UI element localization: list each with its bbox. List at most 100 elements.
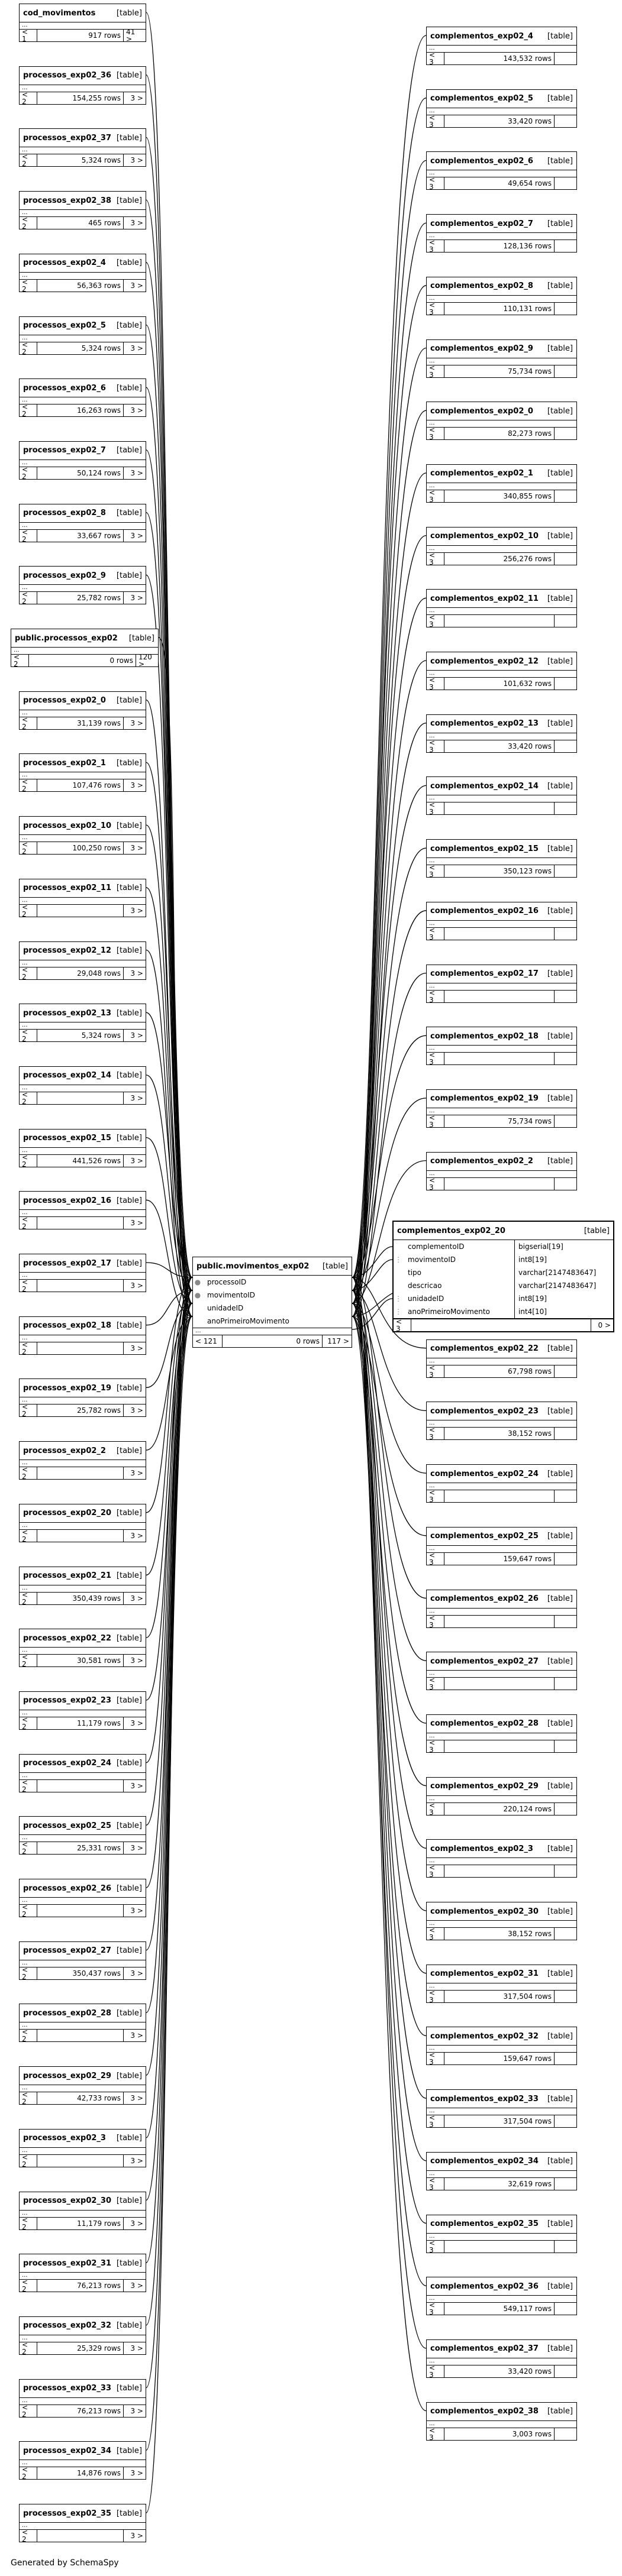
table-name[interactable]: processos_exp02_20 bbox=[23, 1509, 112, 1517]
table-name[interactable]: processos_exp02_13 bbox=[23, 1009, 112, 1017]
table-name[interactable]: complementos_exp02_2 bbox=[430, 1157, 533, 1166]
children-count[interactable] bbox=[554, 2177, 576, 2190]
parents-count[interactable]: < 3 bbox=[427, 1864, 444, 1878]
right-table[interactable]: complementos_exp02_18[table]...< 3 bbox=[426, 1027, 577, 1066]
parents-count[interactable]: < 2 bbox=[20, 216, 37, 230]
children-count[interactable]: 3 > bbox=[123, 2154, 146, 2167]
table-name[interactable]: complementos_exp02_1 bbox=[430, 470, 533, 478]
children-count[interactable]: 3 > bbox=[123, 1342, 146, 1354]
movimentos-table[interactable]: public.movimentos_exp02 [table] ●process… bbox=[192, 1257, 352, 1348]
table-name[interactable]: processos_exp02_4 bbox=[23, 259, 106, 267]
table-name[interactable]: complementos_exp02_27 bbox=[430, 1657, 539, 1665]
children-count[interactable]: 3 > bbox=[123, 1842, 146, 1855]
table-name[interactable]: complementos_exp02_36 bbox=[430, 2282, 539, 2290]
table-name[interactable]: processos_exp02_25 bbox=[23, 1821, 112, 1830]
children-count[interactable] bbox=[554, 1740, 576, 1752]
table-name[interactable]: complementos_exp02_28 bbox=[430, 1720, 539, 1728]
children-count[interactable] bbox=[554, 490, 576, 502]
children-count[interactable] bbox=[554, 1177, 576, 1190]
children-count[interactable]: 3 > bbox=[123, 404, 146, 417]
children-count[interactable]: 3 > bbox=[123, 279, 146, 292]
table-name[interactable]: complementos_exp02_10 bbox=[430, 532, 539, 541]
right-table[interactable]: complementos_exp02_16[table]...< 3 bbox=[426, 901, 577, 941]
children-count[interactable]: 3 > bbox=[123, 1592, 146, 1604]
parents-count[interactable]: < 2 bbox=[20, 1341, 37, 1355]
table-name[interactable]: processos_exp02_12 bbox=[23, 947, 112, 954]
parents-count[interactable]: < 2 bbox=[20, 2154, 37, 2168]
table-name[interactable]: complementos_exp02_20 bbox=[397, 1226, 505, 1235]
table-name[interactable]: processos_exp02_18 bbox=[23, 1322, 112, 1330]
children-count[interactable]: 3 > bbox=[123, 1217, 146, 1229]
children-count[interactable]: 120 > bbox=[136, 653, 158, 668]
children-count[interactable] bbox=[554, 615, 576, 627]
parents-count[interactable]: < 2 bbox=[11, 653, 29, 668]
right-table[interactable]: complementos_exp02_24[table]...< 3 bbox=[426, 1464, 577, 1503]
children-count[interactable]: 117 > bbox=[322, 1335, 352, 1347]
table-name[interactable]: public.movimentos_exp02 bbox=[196, 1262, 310, 1270]
children-count[interactable]: 3 > bbox=[123, 1467, 146, 1480]
children-count[interactable] bbox=[554, 177, 576, 190]
parents-count[interactable]: < 3 bbox=[427, 2240, 444, 2254]
table-name[interactable]: processos_exp02_5 bbox=[23, 322, 106, 329]
parents-count[interactable]: < 2 bbox=[20, 904, 37, 918]
right-table[interactable]: complementos_exp02_11[table]...< 3 bbox=[426, 589, 577, 628]
table-name[interactable]: complementos_exp02_18 bbox=[430, 1032, 539, 1040]
parents-count[interactable]: < 3 bbox=[427, 2177, 444, 2191]
children-count[interactable] bbox=[554, 1552, 576, 1565]
parents-count[interactable]: < 3 bbox=[427, 302, 444, 316]
parents-count[interactable]: < 3 bbox=[394, 1318, 411, 1332]
column-row[interactable]: ●processoID bbox=[193, 1276, 352, 1289]
table-name[interactable]: processos_exp02_22 bbox=[23, 1634, 112, 1642]
table-name[interactable]: processos_exp02_27 bbox=[23, 1947, 112, 1955]
table-name[interactable]: processos_exp02_23 bbox=[23, 1697, 112, 1705]
right-table[interactable]: complementos_exp02_35[table]...< 3 bbox=[426, 2214, 577, 2254]
parents-count[interactable]: < 3 bbox=[427, 1426, 444, 1441]
parents-count[interactable]: < 3 bbox=[427, 1364, 444, 1378]
parents-count[interactable]: < 3 bbox=[427, 1177, 444, 1191]
column-row[interactable]: ●movimentoID bbox=[193, 1289, 352, 1302]
table-name[interactable]: processos_exp02_28 bbox=[23, 2009, 112, 2017]
parents-count[interactable]: < 2 bbox=[20, 2466, 37, 2480]
parents-count[interactable]: < 3 bbox=[427, 1739, 444, 1753]
table-name[interactable]: complementos_exp02_31 bbox=[430, 1970, 539, 1978]
parents-count[interactable]: < 2 bbox=[20, 153, 37, 167]
children-count[interactable]: 3 > bbox=[123, 154, 146, 167]
right-table[interactable]: complementos_exp02_3[table]...< 3 bbox=[426, 1839, 577, 1878]
children-count[interactable]: 3 > bbox=[123, 2217, 146, 2229]
table-name[interactable]: processos_exp02_7 bbox=[23, 446, 106, 455]
children-count[interactable] bbox=[554, 740, 576, 752]
children-count[interactable]: 0 > bbox=[591, 1319, 613, 1331]
table-name[interactable]: processos_exp02_26 bbox=[23, 1884, 112, 1892]
parents-count[interactable]: < 3 bbox=[427, 176, 444, 190]
table-name[interactable]: complementos_exp02_23 bbox=[430, 1407, 539, 1415]
parents-count[interactable]: < 2 bbox=[20, 1279, 37, 1293]
table-name[interactable]: complementos_exp02_3 bbox=[430, 1844, 533, 1853]
table-name[interactable]: complementos_exp02_34 bbox=[430, 2157, 539, 2166]
parents-count[interactable]: < 3 bbox=[427, 2364, 444, 2378]
table-name[interactable]: complementos_exp02_37 bbox=[430, 2345, 539, 2353]
parents-count[interactable]: < 2 bbox=[20, 2341, 37, 2355]
right-table[interactable]: complementos_exp02_14[table]...< 3 bbox=[426, 776, 577, 815]
children-count[interactable]: 3 > bbox=[123, 592, 146, 604]
children-count[interactable]: 3 > bbox=[123, 717, 146, 729]
parents-count[interactable]: < 2 bbox=[20, 466, 37, 480]
parents-count[interactable]: < 2 bbox=[20, 1466, 37, 1480]
children-count[interactable] bbox=[554, 2240, 576, 2253]
